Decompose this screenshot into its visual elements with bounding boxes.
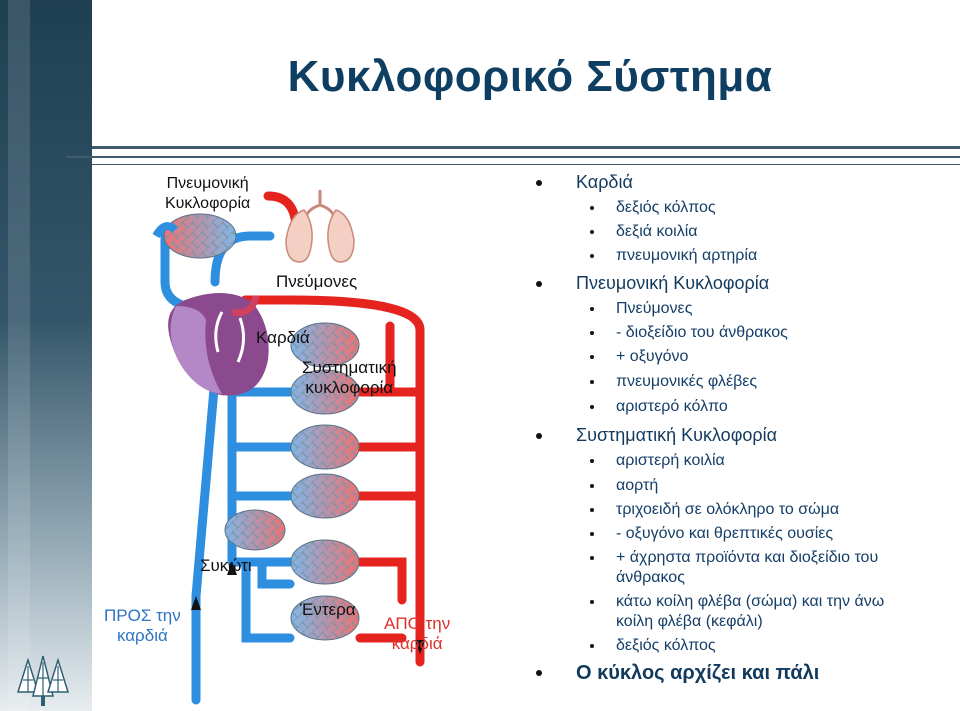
bullet-dot [590, 355, 594, 359]
lungs-illustration [285, 190, 355, 263]
bullet-dot [590, 380, 594, 384]
bullet-dot [590, 556, 594, 560]
outline-list: Καρδιά δεξιός κόλπος δεξιά κοιλία πνευμο… [536, 172, 953, 692]
bullet-dot [590, 459, 594, 463]
label-pulmonary-circulation: Πνευμονική Κυκλοφορία [165, 175, 251, 212]
side-decoration-bar [0, 0, 92, 711]
tree-logo-icon [16, 655, 70, 706]
bullet-dot [590, 331, 594, 335]
side-decoration-highlight [8, 0, 30, 711]
bullet-dot [536, 281, 542, 287]
bullet-dot [590, 484, 594, 488]
bullet-dot [590, 508, 594, 512]
label-from-heart: ΑΠΟ την καρδιά [384, 614, 451, 653]
title-underline-top [92, 146, 960, 149]
page-title: Κυκλοφορικό Σύστημα [287, 52, 773, 101]
bullet-dot [590, 405, 594, 409]
bullet-dot [536, 180, 542, 186]
bullet-dot [536, 670, 542, 676]
bullet-dot [536, 433, 542, 439]
label-lungs: Πνεύμονες [276, 272, 358, 291]
title-underline-mid [66, 156, 960, 158]
heart-illustration [168, 292, 269, 396]
title-underline-bottom [92, 164, 960, 165]
bullet-dot [590, 206, 594, 210]
label-systemic-circulation: Συστηματική κυκλοφορία [302, 358, 397, 397]
bullet-dot [590, 307, 594, 311]
bullet-dot [590, 644, 594, 648]
label-intestines: Έντερα [300, 600, 356, 619]
label-liver: Συκώτι [200, 556, 252, 575]
label-heart: Καρδιά [256, 328, 310, 347]
systemic-capillaries [224, 322, 360, 641]
bullet-dot [590, 254, 594, 258]
bullet-dot [590, 600, 594, 604]
flow-arrows [191, 561, 425, 654]
oxygenated-vessels [240, 191, 425, 667]
bullet-dot [590, 532, 594, 536]
bullet-dot [590, 230, 594, 234]
label-to-heart: ΠΡΟΣ την καρδιά [104, 606, 181, 645]
